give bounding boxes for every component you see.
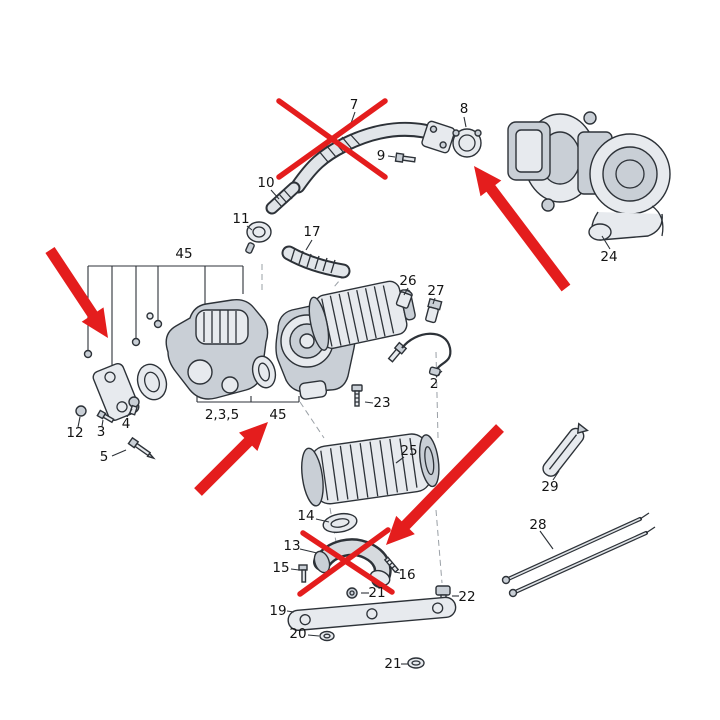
part-label-3: 3: [97, 424, 106, 440]
intake-manifold: [301, 433, 440, 507]
turbocharger: [507, 111, 671, 241]
part-label-17: 17: [303, 224, 320, 240]
part-label-7: 7: [350, 97, 359, 113]
part-label-22: 22: [458, 589, 475, 605]
nut-12: [75, 405, 87, 417]
washer-20: [319, 630, 335, 642]
stud-16: [383, 556, 400, 574]
part-label-25: 25: [400, 443, 417, 459]
part-label-20: 20: [289, 626, 306, 642]
part-label-2-3-5: 2,3,5: [205, 407, 239, 423]
part-label-10: 10: [257, 175, 274, 191]
part-label-28: 28: [529, 517, 546, 533]
part-label-45-top: 45: [175, 246, 192, 262]
gasket-14: [322, 512, 358, 534]
red-arrow-to-gasket-8: [474, 166, 571, 292]
retaining-rods-28: [501, 512, 656, 598]
part-label-14: 14: [297, 508, 314, 524]
part-label-11: 11: [232, 211, 249, 227]
red-x-over-pipe-7: [276, 98, 388, 180]
red-arrow-left: [45, 246, 108, 338]
part-label-29: 29: [541, 479, 558, 495]
corrugated-hose-17: [281, 245, 351, 279]
bracket-235-45: [196, 396, 300, 403]
sensor-2: [387, 332, 452, 377]
part-label-8: 8: [460, 101, 469, 117]
part-label-15: 15: [272, 560, 289, 576]
part-label-5: 5: [100, 449, 109, 465]
nut-21: [346, 587, 358, 599]
valve-26: [395, 289, 413, 309]
bolt-3: [96, 409, 115, 424]
leader-lines: [77, 111, 611, 665]
screw-5: [127, 436, 156, 460]
sealant-tube-29: [542, 422, 589, 477]
part-label-45-mid: 45: [269, 407, 286, 423]
part-label-2: 2: [430, 376, 439, 392]
support-bracket-19: [287, 596, 457, 631]
red-arrow-to-pipe-13: [386, 424, 504, 545]
hose-10: [265, 181, 301, 215]
flange-11: [245, 221, 272, 254]
bolt-15: [298, 564, 308, 583]
part-label-12: 12: [66, 425, 83, 441]
part-label-4: 4: [122, 416, 131, 432]
red-x-over-pipe-13: [297, 527, 395, 597]
part-label-19: 19: [269, 603, 286, 619]
valve-gasket-left: [136, 363, 168, 401]
part-label-9: 9: [377, 148, 386, 164]
part-label-26: 26: [399, 273, 416, 289]
egr-cooler: [308, 280, 416, 351]
red-arrow-to-valve-gasket: [194, 422, 268, 496]
part-label-24: 24: [600, 249, 617, 265]
valve-27: [425, 297, 443, 324]
bolt-23: [351, 384, 363, 407]
bolt-9: [394, 152, 416, 163]
part-label-23: 23: [373, 395, 390, 411]
fitting-4: [128, 396, 140, 416]
valve-gasket-mid: [251, 355, 277, 389]
part-label-16: 16: [398, 567, 415, 583]
part-label-21-upper: 21: [368, 585, 385, 601]
gasket-8: [452, 128, 482, 158]
part-label-27: 27: [427, 283, 444, 299]
part-labels: 7 8 9 10 11 17 24 45 26 27 2 23 2,3,5 45…: [66, 97, 617, 672]
part-label-13: 13: [283, 538, 300, 554]
part-label-21-lower: 21: [384, 656, 401, 672]
clip-21: [407, 657, 425, 669]
